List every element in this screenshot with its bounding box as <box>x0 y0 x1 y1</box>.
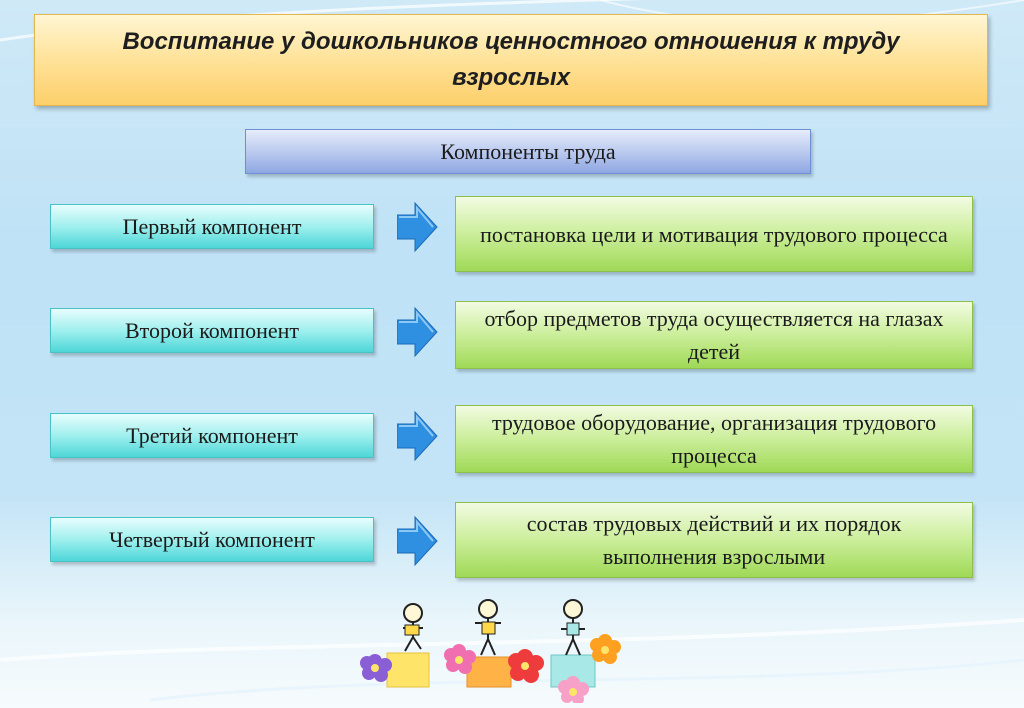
component-row: Первый компонент постановка цели и мотив… <box>0 196 1024 276</box>
right-arrow-icon <box>397 306 438 358</box>
title-banner: Воспитание у дошкольников ценностного от… <box>34 14 988 106</box>
component-label: Второй компонент <box>50 308 374 353</box>
component-row: Третий компонент трудовое оборудование, … <box>0 405 1024 485</box>
component-description: постановка цели и мотивация трудового пр… <box>455 196 973 272</box>
right-arrow-icon <box>397 410 438 462</box>
component-row: Четвертый компонент состав трудовых дейс… <box>0 502 1024 582</box>
component-row: Второй компонент отбор предметов труда о… <box>0 301 1024 381</box>
components-header: Компоненты труда <box>245 129 811 174</box>
component-description: состав трудовых действий и их порядок вы… <box>455 502 973 578</box>
component-description: трудовое оборудование, организация трудо… <box>455 405 973 473</box>
right-arrow-icon <box>397 515 438 567</box>
component-label: Третий компонент <box>50 413 374 458</box>
component-description: отбор предметов труда осуществляется на … <box>455 301 973 369</box>
component-label: Первый компонент <box>50 204 374 249</box>
page-title: Воспитание у дошкольников ценностного от… <box>122 28 900 91</box>
right-arrow-icon <box>397 201 438 253</box>
kids-illustration <box>360 599 621 703</box>
component-label: Четвертый компонент <box>50 517 374 562</box>
